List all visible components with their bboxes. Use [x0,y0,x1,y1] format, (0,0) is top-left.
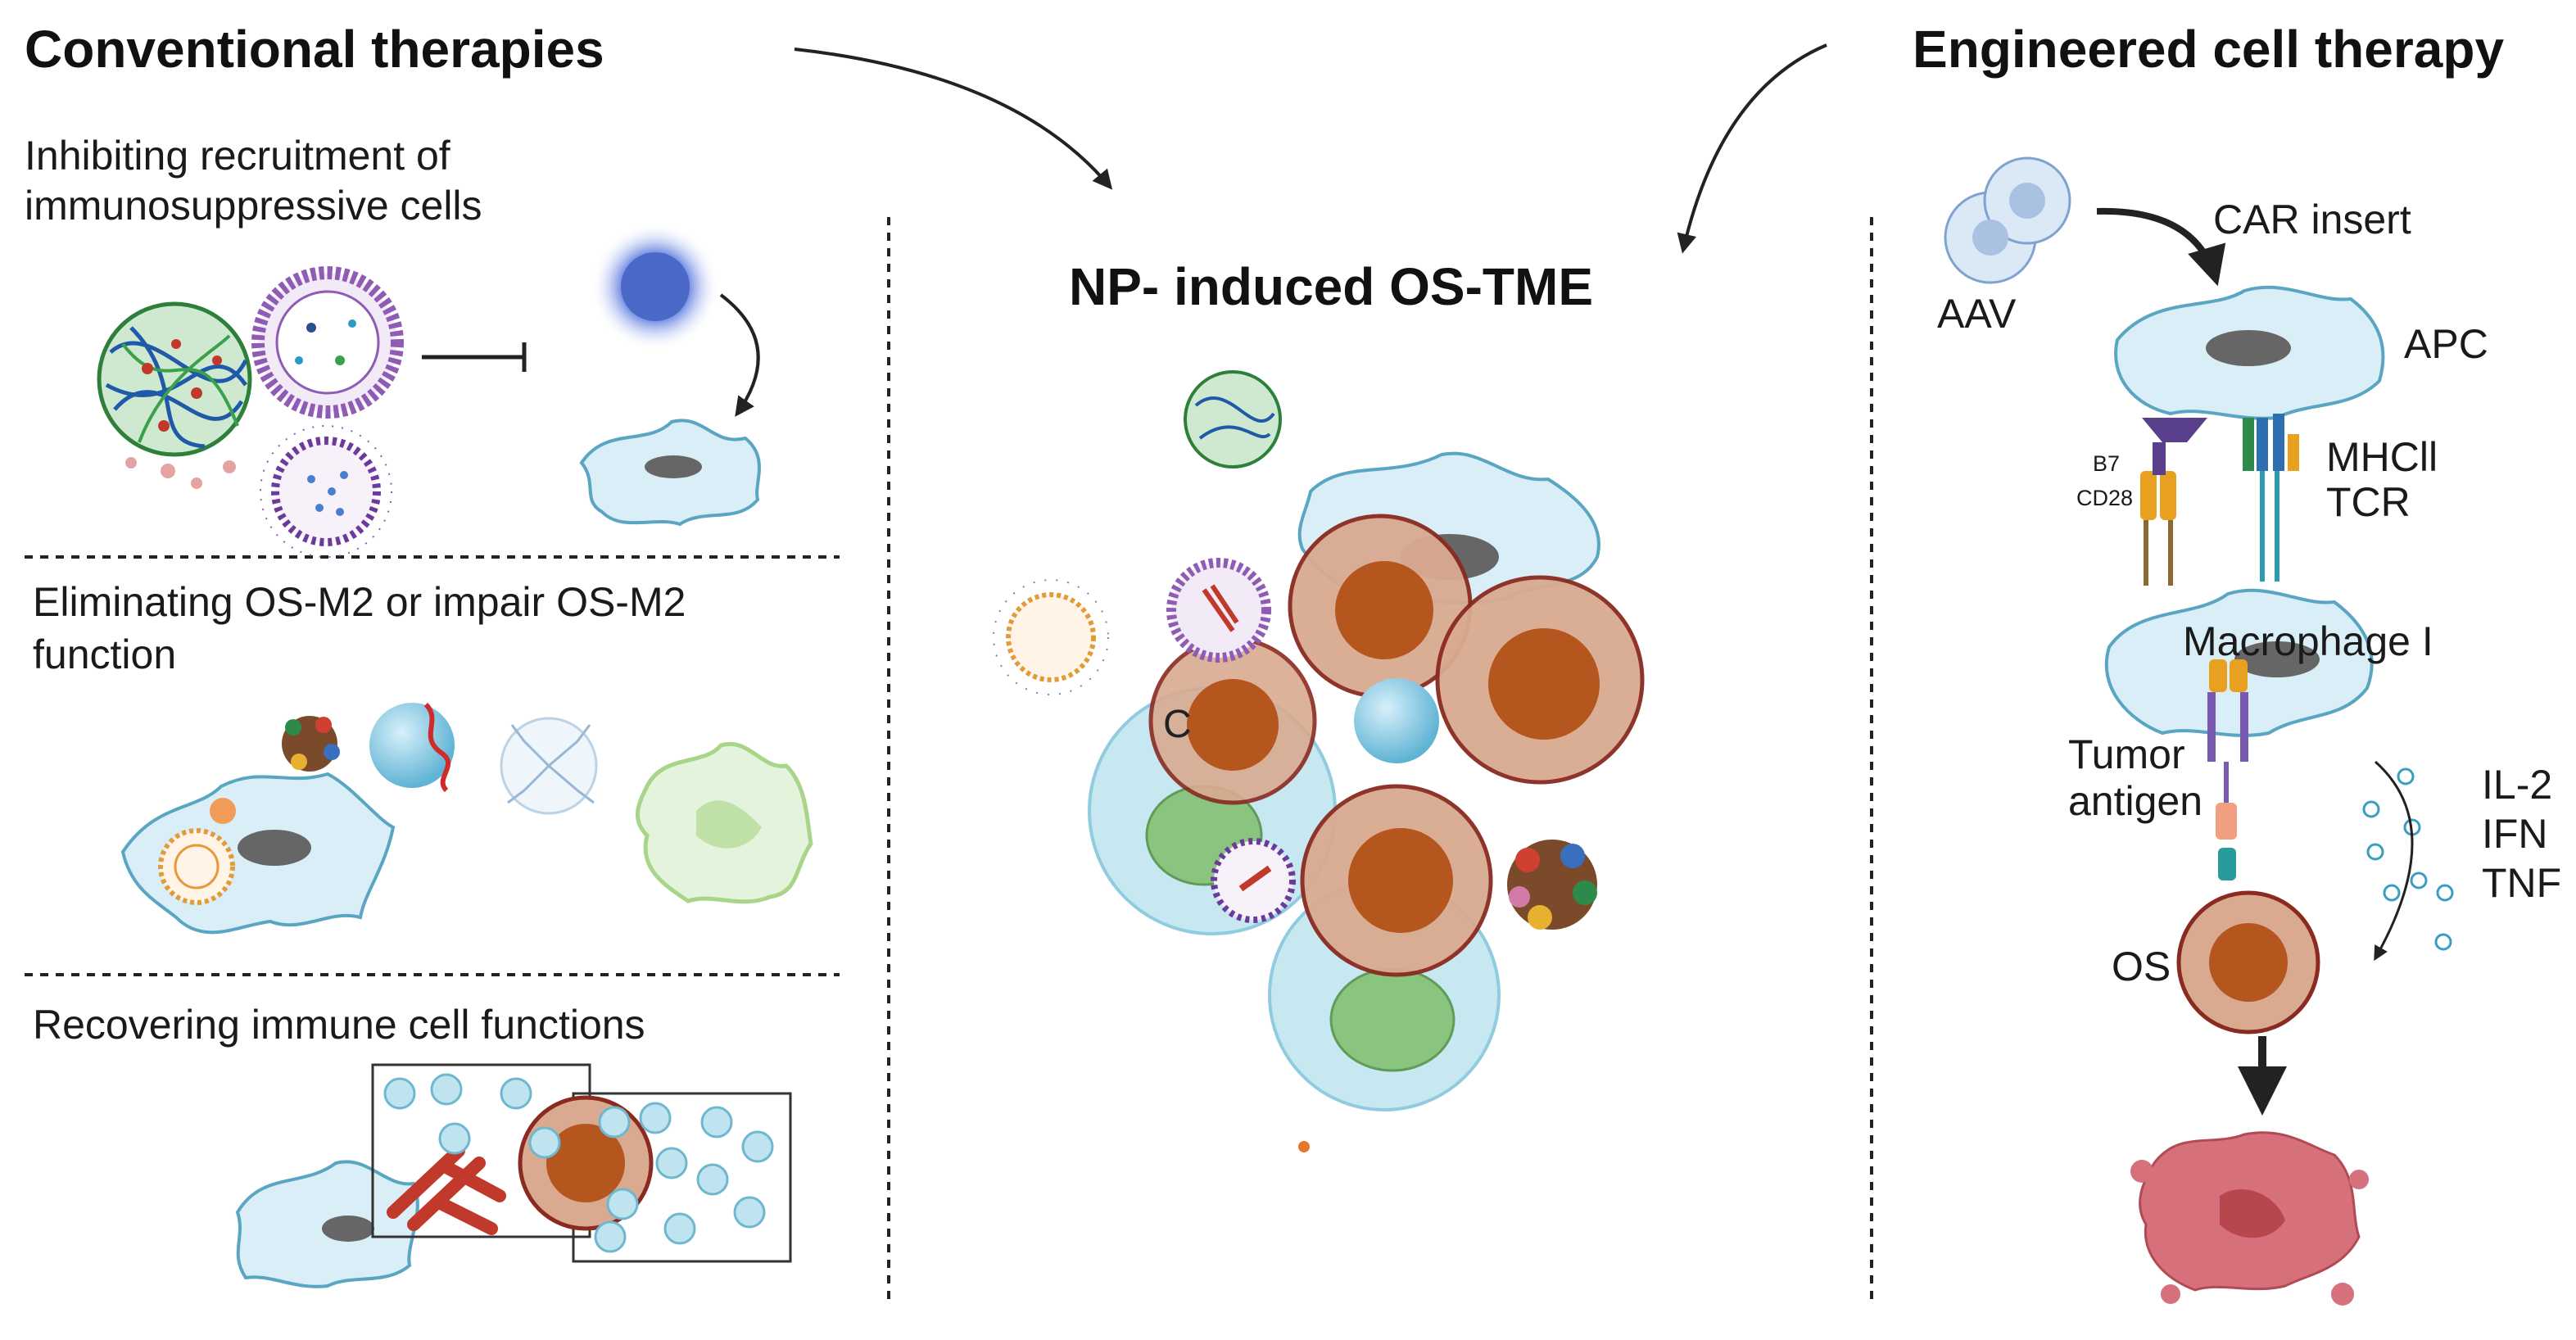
apc-label: APC [2404,321,2488,367]
inhibition-symbol [422,342,527,372]
section-1-title-line1: Inhibiting recruitment of [25,133,450,179]
os-tumor-cell-icon [2176,890,2320,1034]
cytokine-vesicles-icon [2362,767,2454,951]
macrophage-icon [579,419,761,527]
tumor-antigen-label-line1: Tumor [2068,731,2185,777]
center-panel-title: NP- induced OS-TME [1069,257,1593,316]
mhcii-tcr-receptor-icon [2243,414,2299,582]
t-cell-macrophage-icon [235,1160,419,1288]
tme-multi-drug-nanoparticle-icon [1507,840,1597,930]
aav-virus-icon [1944,156,2071,284]
car-insert-label: CAR insert [2213,197,2411,242]
cytokine-label-2: IFN [2482,811,2548,857]
b7-label: B7 [2093,451,2120,476]
tumor-antigen-label-line2: antigen [2068,778,2203,824]
tme-virus-particle-icon [993,579,1109,695]
dying-macrophage-icon [635,741,813,904]
b7-cd28-receptor-icon [2140,418,2207,586]
cytokine-label-3: TNF [2482,860,2561,906]
small-particle-icon [1298,1141,1310,1152]
cd28-label: CD28 [2076,486,2133,510]
multi-drug-nanoparticle-icon [282,716,340,772]
section-1-title-line2: immunosuppressive cells [25,183,482,229]
right-to-center-arrow [1677,43,1827,254]
tme-tumor-cells-icon [1148,514,1645,977]
section-2-title-line2: function [33,632,176,677]
tme-liposome-icon [1166,558,1271,663]
center-cell-label: C [1163,703,1192,746]
section-3-title: Recovering immune cell functions [33,1002,645,1048]
aav-label: AAV [1937,291,2017,337]
left-to-center-arrow [794,48,1113,190]
recruitment-arrow [719,293,760,417]
apc-cell-icon [2114,285,2385,420]
car-receptor-icon [2207,659,2248,881]
tme-sphere-icon [1354,678,1439,763]
sirna-sphere-icon [369,702,455,793]
nanoparticle-bound-icon [158,828,235,905]
macrophage-label: Macrophage I [2183,618,2433,664]
micelle-icon [260,425,392,558]
liposome-icon [251,266,404,419]
left-panel-title: Conventional therapies [25,20,604,79]
checkpoint-antibody-icon [387,1144,506,1235]
dead-tumor-cell-icon [2130,1131,2369,1306]
mhcii-label: MHCll [2326,434,2438,480]
polymer-nanoparticle-icon [97,301,252,489]
cytokine-release-arrow [2374,760,2414,962]
car-insert-arrow [2096,207,2226,287]
cytokine-label-1: IL-2 [2482,762,2552,808]
section-2-title-line1: Eliminating OS-M2 or impair OS-M2 [33,579,686,625]
tme-polymer-nanoparticle-icon [1184,370,1282,469]
os-label: OS [2112,944,2171,989]
vesicle-cluster-icon [383,1073,774,1253]
tcr-label: TCR [2326,479,2411,525]
tme-micelle-icon [1211,838,1296,923]
right-panel-title: Engineered cell therapy [1913,20,2504,79]
dendrimer-icon [500,717,598,815]
immunosuppressive-cell-icon [591,223,719,351]
